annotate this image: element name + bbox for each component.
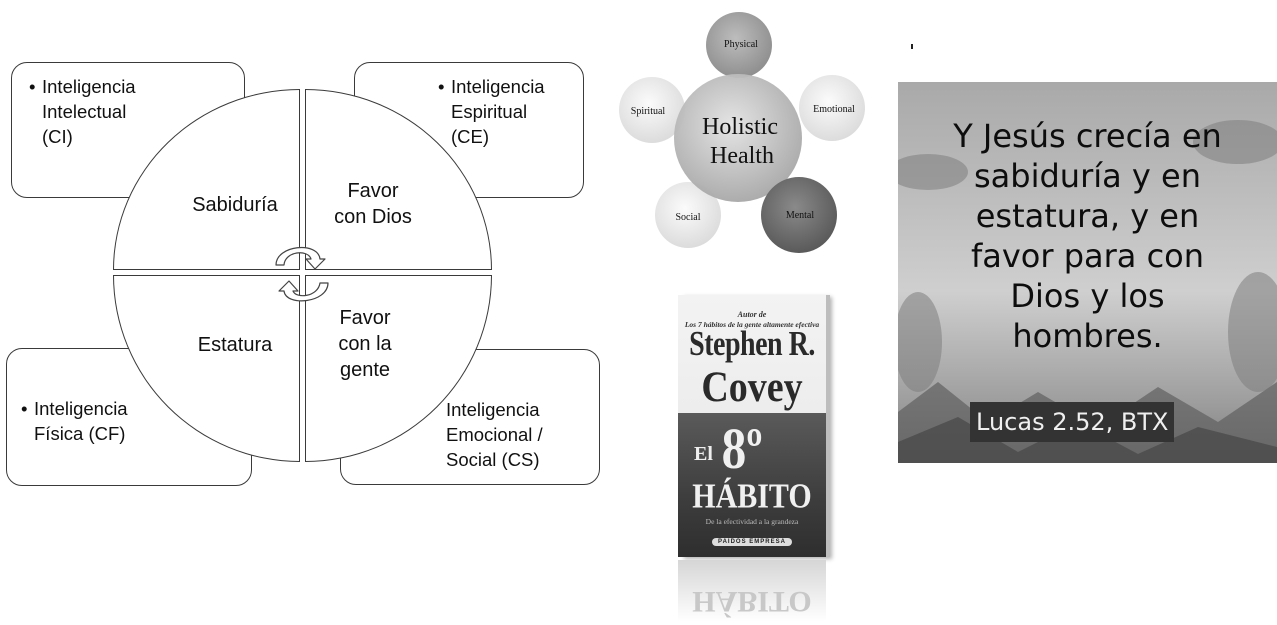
- book-pre-title: Autor de: [737, 310, 767, 319]
- book-title-habito: HÁBITO: [692, 477, 812, 516]
- mental-node: [761, 177, 837, 253]
- line: Inteligencia: [451, 76, 545, 97]
- text-physical: • Inteligencia Física (CF): [21, 396, 128, 446]
- emotional-node: [799, 75, 865, 141]
- label-favor-people: Favor con la gente: [320, 305, 410, 383]
- line: con Dios: [334, 206, 412, 228]
- book-title-number: 8º: [721, 416, 763, 481]
- mental-label: Mental: [786, 210, 815, 221]
- book-author-last: Covey: [701, 362, 803, 412]
- line: con la: [338, 333, 392, 355]
- text-intellectual: • Inteligencia Intelectual (CI): [29, 74, 136, 149]
- line: Intelectual: [42, 101, 127, 122]
- spiritual-label: Spiritual: [631, 106, 666, 117]
- bullet: •: [29, 76, 36, 97]
- verse-line: hombres.: [1012, 317, 1163, 355]
- text-spiritual: • Inteligencia Espiritual (CE): [438, 74, 545, 149]
- physical-node: [706, 12, 772, 78]
- label-stature: Estatura: [180, 332, 290, 358]
- verse-reference: Lucas 2.52, BTX: [970, 402, 1175, 442]
- text-emotional: Inteligencia Emocional / Social (CS): [446, 397, 543, 472]
- book-publisher: PAIDÓS EMPRESA: [712, 538, 792, 546]
- line: Inteligencia: [42, 76, 136, 97]
- line: Inteligencia: [446, 399, 540, 420]
- verse-card: Y Jesús crecía en sabiduría y en estatur…: [898, 82, 1277, 463]
- verse-line: Dios y los: [1010, 277, 1165, 315]
- label-wisdom: Sabiduría: [180, 192, 290, 218]
- social-node: [655, 182, 721, 248]
- verse-line: Y Jesús crecía en: [953, 117, 1222, 155]
- line: Estatura: [197, 334, 273, 356]
- bullet: •: [438, 76, 445, 97]
- book-dark-panel: [678, 413, 826, 557]
- physical-label: Physical: [724, 39, 758, 50]
- line: gente: [339, 359, 391, 381]
- emotional-label: Emotional: [813, 104, 855, 115]
- line: (CE): [451, 126, 490, 147]
- line: Favor: [339, 307, 391, 329]
- spiritual-node: [619, 77, 685, 143]
- stray-mark: [911, 44, 913, 49]
- bullet: •: [21, 398, 28, 419]
- book-reflection: HÁBITO: [678, 560, 826, 622]
- book-pre-subtitle: Los 7 hábitos de la gente altamente efec…: [684, 320, 820, 329]
- center-label-line1: Holistic: [702, 114, 778, 140]
- line: Social (CS): [446, 449, 540, 470]
- label-favor-god: Favor con Dios: [318, 178, 428, 230]
- verse-line: estatura, y en: [975, 197, 1200, 235]
- book-author-first: Stephen R.: [689, 325, 815, 364]
- line: Física (CF): [34, 423, 126, 444]
- book-title-el: El: [694, 443, 713, 465]
- book-cover: Autor de Los 7 hábitos de la gente altam…: [678, 295, 826, 557]
- cycle-arrows-icon: [275, 246, 329, 302]
- line: (CI): [42, 126, 73, 147]
- line: Inteligencia: [34, 398, 128, 419]
- center-node: [674, 74, 802, 202]
- social-label: Social: [676, 212, 701, 223]
- verse-text: Y Jesús crecía en sabiduría y en estatur…: [898, 116, 1277, 356]
- reflection-text: HÁBITO: [692, 585, 812, 618]
- line: Emocional /: [446, 424, 543, 445]
- center-label-line2: Health: [710, 143, 774, 169]
- line: Sabiduría: [192, 194, 278, 216]
- holistic-health-diagram: Holistic Health Physical Emotional Menta…: [619, 12, 865, 253]
- verse-line: favor para con: [970, 237, 1205, 275]
- book-subtitle: De la efectividad a la grandeza: [705, 517, 799, 526]
- line: Espiritual: [451, 101, 528, 122]
- verse-line: sabiduría y en: [974, 157, 1201, 195]
- line: Favor: [347, 180, 399, 202]
